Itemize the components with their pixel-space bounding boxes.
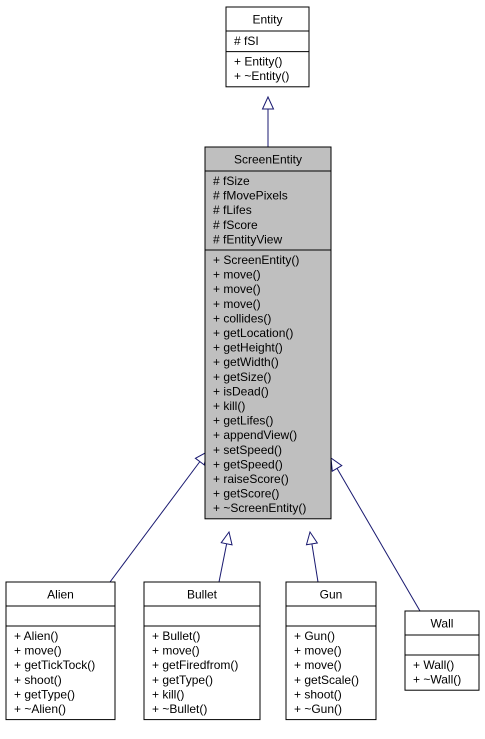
class-method: + Alien() (14, 629, 58, 643)
edge-line (109, 461, 201, 583)
class-name: Bullet (187, 588, 218, 602)
class-name: Entity (252, 13, 282, 27)
class-name: Alien (47, 588, 74, 602)
class-alien[interactable]: Alien + Alien()+ move()+ getTickTock()+ s… (5, 581, 116, 721)
class-method: + raiseScore() (213, 472, 289, 486)
class-method: + getType() (152, 673, 213, 687)
class-method: + move() (152, 644, 200, 658)
class-method: + shoot() (294, 687, 342, 701)
class-method: + Wall() (413, 658, 454, 672)
edge-line (336, 468, 421, 612)
class-method: + ~Bullet() (152, 702, 207, 716)
inheritance-arrowhead (261, 95, 275, 110)
class-attribute: # fMovePixels (213, 189, 288, 203)
class-method: + setSpeed() (213, 443, 282, 457)
inheritance-arrowhead (305, 530, 319, 546)
edge-bullet-to-screen-entity (218, 530, 233, 583)
class-name: ScreenEntity (234, 153, 302, 167)
class-method: + collides() (213, 311, 271, 325)
class-wall[interactable]: Wall + Wall()+ ~Wall() (404, 610, 480, 691)
edge-wall-to-screen-entity (330, 456, 421, 612)
class-name: Gun (320, 588, 343, 602)
edge-gun-to-screen-entity (305, 530, 319, 583)
class-method: + getLifes() (213, 414, 273, 428)
class-attribute: # fScore (213, 218, 258, 232)
class-method: + ~ScreenEntity() (213, 501, 306, 515)
class-method: + Bullet() (152, 629, 200, 643)
class-attribute: # fSize (213, 174, 250, 188)
edge-alien-to-screen-entity (109, 451, 208, 583)
inheritance-arrowhead (330, 456, 343, 472)
class-method: + move() (294, 644, 342, 658)
class-method: + Gun() (294, 629, 335, 643)
edge-line (311, 543, 319, 583)
edge-line (218, 543, 228, 583)
class-method: + move() (14, 644, 62, 658)
class-method: + move() (294, 658, 342, 672)
class-bullet[interactable]: Bullet + Bullet()+ move()+ getFiredfrom()… (143, 581, 261, 721)
class-method: + kill() (152, 687, 184, 701)
class-method: + getSize() (213, 370, 271, 384)
inheritance-arrowhead (220, 530, 233, 546)
class-method: + getWidth() (213, 355, 279, 369)
class-box (225, 6, 310, 88)
class-method: + Entity() (234, 55, 282, 69)
class-method: + getFiredfrom() (152, 658, 238, 672)
class-box (285, 581, 377, 721)
class-method: + isDead() (213, 384, 269, 398)
class-method: + getSpeed() (213, 457, 283, 471)
class-entity[interactable]: Entity # fSI + Entity()+ ~Entity() (225, 6, 310, 88)
class-method: + move() (213, 282, 261, 296)
class-method: + ScreenEntity() (213, 253, 299, 267)
class-box (404, 610, 480, 691)
class-method: + appendView() (213, 428, 297, 442)
edge-screen-entity-to-entity (261, 95, 275, 147)
class-method: + getLocation() (213, 326, 293, 340)
class-method: + shoot() (14, 673, 62, 687)
class-method: + ~Alien() (14, 702, 66, 716)
class-gun[interactable]: Gun+ Gun()+ move()+ move()+ getScale()+ … (285, 581, 377, 721)
class-nodes: Entity # fSI + Entity()+ ~Entity() ScreenEn… (5, 6, 480, 721)
class-attribute: # fSI (234, 34, 259, 48)
class-box (5, 581, 116, 721)
class-method: + getScale() (294, 673, 359, 687)
class-name: Wall (431, 617, 454, 631)
class-method: + ~Gun() (294, 702, 342, 716)
class-attribute: # fLifes (213, 203, 252, 217)
class-box (143, 581, 261, 721)
class-screen-entity[interactable]: ScreenEntity # fSize# fMovePixels# fLifes… (204, 146, 332, 520)
class-method: + getType() (14, 687, 75, 701)
class-method: + move() (213, 297, 261, 311)
class-attribute: # fEntityView (213, 232, 282, 246)
class-method: + getTickTock() (14, 658, 95, 672)
class-method: + move() (213, 268, 261, 282)
class-box (204, 146, 332, 520)
class-method: + getHeight() (213, 341, 283, 355)
class-method: + ~Entity() (234, 69, 289, 83)
class-method: + getScore() (213, 487, 279, 501)
class-method: + ~Wall() (413, 673, 461, 687)
class-method: + kill() (213, 399, 245, 413)
